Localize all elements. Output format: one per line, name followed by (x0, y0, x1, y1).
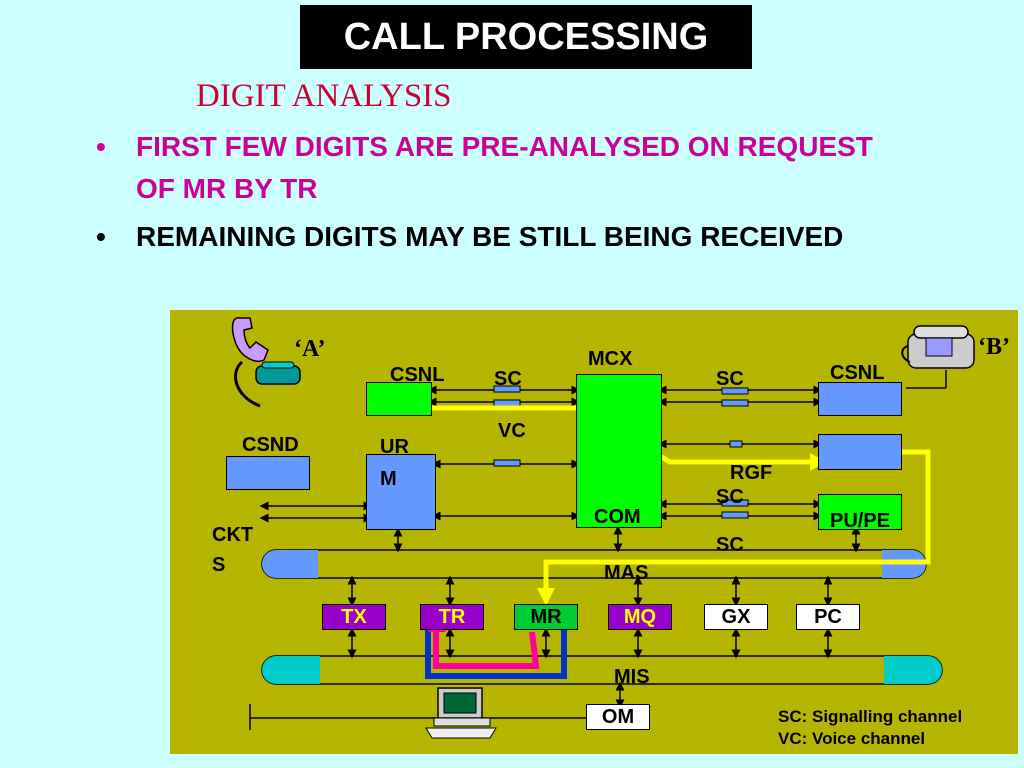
csnl-left-box (366, 382, 432, 416)
module-tr: TR (420, 604, 484, 630)
legend-vc: VC: Voice channel (778, 729, 926, 748)
computer-terminal-icon (425, 687, 497, 739)
csnd-label: CSND (242, 434, 299, 456)
csnl-right-label: CSNL (830, 362, 885, 384)
urm-box (366, 454, 436, 530)
vc-label: VC (498, 420, 526, 442)
mis-bus (261, 655, 943, 685)
page-title: CALL PROCESSING (300, 5, 752, 69)
module-tx: TX (322, 604, 386, 630)
module-mr: MR (514, 604, 578, 630)
sc-left-label: SC (494, 368, 522, 390)
phone-b-icon (901, 325, 975, 369)
pupe-box (818, 494, 902, 530)
com-label: COM (594, 506, 641, 528)
section-subtitle: DIGIT ANALYSIS (196, 78, 452, 114)
diagram-legend: SC: Signalling channel VC: Voice channel (778, 706, 962, 750)
sc-right-mid-label: SC (716, 486, 744, 508)
bullet-text: FIRST FEW DIGITS ARE PRE-ANALYSED ON REQ… (136, 131, 873, 204)
csnl-left-label: CSNL (390, 364, 445, 386)
diagram-graphics (231, 317, 975, 739)
mcx-box (576, 374, 662, 528)
module-mq: MQ (608, 604, 672, 630)
sc-right-top-label: SC (716, 368, 744, 390)
sc-right-bottom-label: SC (716, 534, 744, 556)
urm-label-line1: UR (380, 436, 409, 458)
bullet-list: • FIRST FEW DIGITS ARE PRE-ANALYSED ON R… (92, 126, 892, 264)
rgf-label: RGF (730, 462, 773, 484)
module-pc: PC (796, 604, 860, 630)
bullet-item: • FIRST FEW DIGITS ARE PRE-ANALYSED ON R… (92, 126, 892, 210)
bullet-dot: • (96, 221, 106, 252)
subscriber-b-label: ‘B’ (978, 334, 1010, 360)
legend-sc: SC: Signalling channel (778, 707, 963, 726)
channel-bars (493, 385, 749, 519)
module-gx: GX (704, 604, 768, 630)
ckts-label-line2: S (212, 554, 226, 576)
phone-a-icon (231, 317, 301, 408)
call-processing-diagram: ‘A’ ‘B’ CSNL SC VC MCX SC CSNL CSND UR M… (170, 310, 1018, 754)
connection-lines (249, 370, 947, 730)
mcx-label: MCX (588, 348, 633, 370)
pupe-label: PU/PE (830, 510, 891, 532)
bullet-text: REMAINING DIGITS MAY BE STILL BEING RECE… (136, 221, 844, 252)
bullet-dot: • (96, 131, 106, 162)
module-om: OM (586, 704, 650, 730)
subscriber-a-label: ‘A’ (294, 336, 326, 362)
mas-label: MAS (604, 562, 649, 584)
mis-label: MIS (614, 666, 650, 688)
csnd-box (226, 456, 310, 490)
urm-label-line2: M (380, 468, 397, 490)
csnl-right-box (818, 382, 902, 416)
rgf-box (818, 434, 902, 470)
bullet-item: • REMAINING DIGITS MAY BE STILL BEING RE… (92, 216, 892, 258)
ckts-label-line1: CKT (212, 524, 254, 546)
